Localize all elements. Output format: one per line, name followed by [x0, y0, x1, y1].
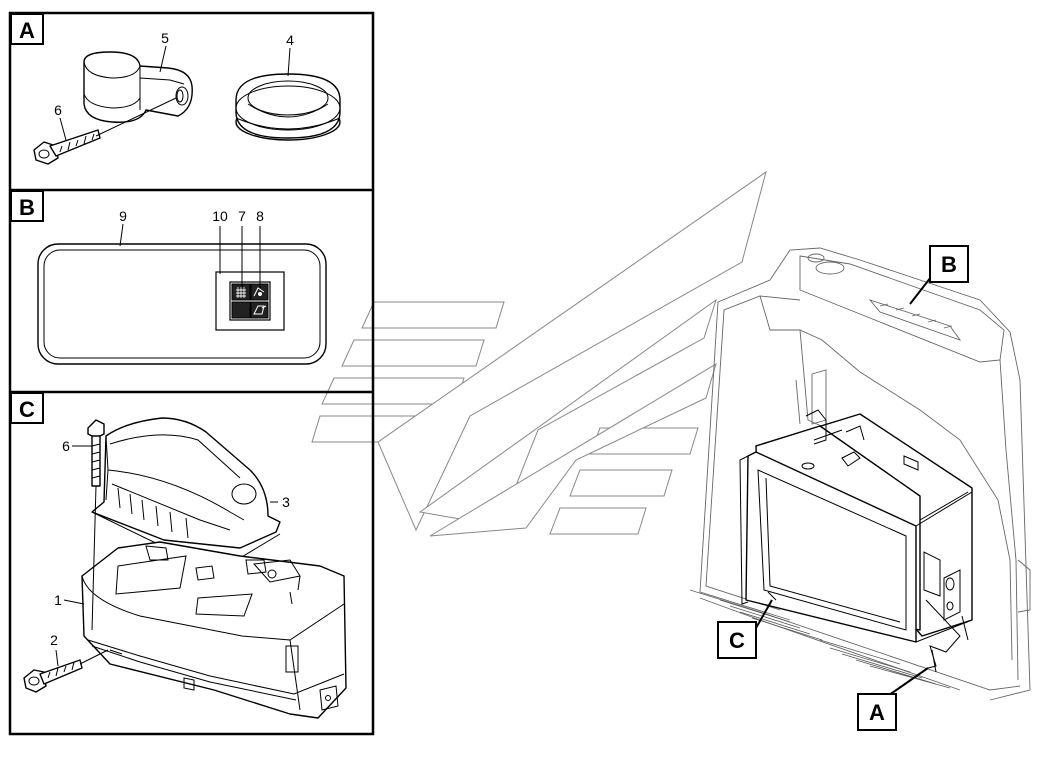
- bolt-part-2: [23, 659, 83, 693]
- switch-blank: [250, 301, 269, 319]
- switch-defrost: [231, 301, 251, 319]
- callout-a-6: 6: [54, 102, 62, 118]
- tag-a: [857, 693, 897, 731]
- callout-b-9: 9: [119, 208, 127, 224]
- tag-c-label: C: [729, 628, 745, 653]
- grommet-part: [235, 73, 341, 141]
- tag-b-label: B: [941, 252, 957, 277]
- bolt-part-a: [33, 129, 101, 165]
- clamp-part: [83, 51, 193, 123]
- callout-a-5: 5: [161, 30, 169, 46]
- cab-overview: [689, 247, 1031, 701]
- fan-heat-icon: [236, 287, 246, 298]
- tag-b: [929, 245, 969, 283]
- panel-b-tag-label: B: [19, 195, 35, 220]
- lower-housing-part: [81, 541, 347, 719]
- panel-c: C: [10, 392, 347, 719]
- panel-a-tag: [10, 13, 44, 45]
- recirculation-icon: [253, 287, 265, 297]
- callout-c-2: 2: [50, 632, 58, 648]
- panel-a: A 5: [10, 13, 341, 165]
- callout-c-3: 3: [282, 494, 290, 510]
- callout-b-7: 7: [238, 208, 246, 224]
- overview-tags: B C A: [717, 245, 969, 731]
- upper-cover-part: [91, 417, 281, 559]
- detail-panels-frame: [8, 11, 375, 736]
- tag-a-label: A: [869, 700, 885, 725]
- callout-c-6: 6: [62, 438, 70, 454]
- panel-c-tag: [10, 392, 44, 424]
- panel-b: B 9 10 7 8: [10, 190, 327, 365]
- bolt-part-c: [87, 419, 105, 487]
- watermark: [311, 170, 767, 537]
- callout-b-8: 8: [256, 208, 264, 224]
- panel-a-tag-label: A: [19, 18, 35, 43]
- panel-c-tag-label: C: [19, 397, 35, 422]
- callout-c-1: 1: [54, 592, 62, 608]
- panel-b-tag: [10, 190, 44, 222]
- callout-b-10: 10: [212, 208, 228, 224]
- tag-c: [717, 621, 757, 659]
- defrost-icon: [253, 305, 267, 315]
- control-panel-plate: [37, 243, 327, 365]
- callout-a-4: 4: [286, 32, 294, 48]
